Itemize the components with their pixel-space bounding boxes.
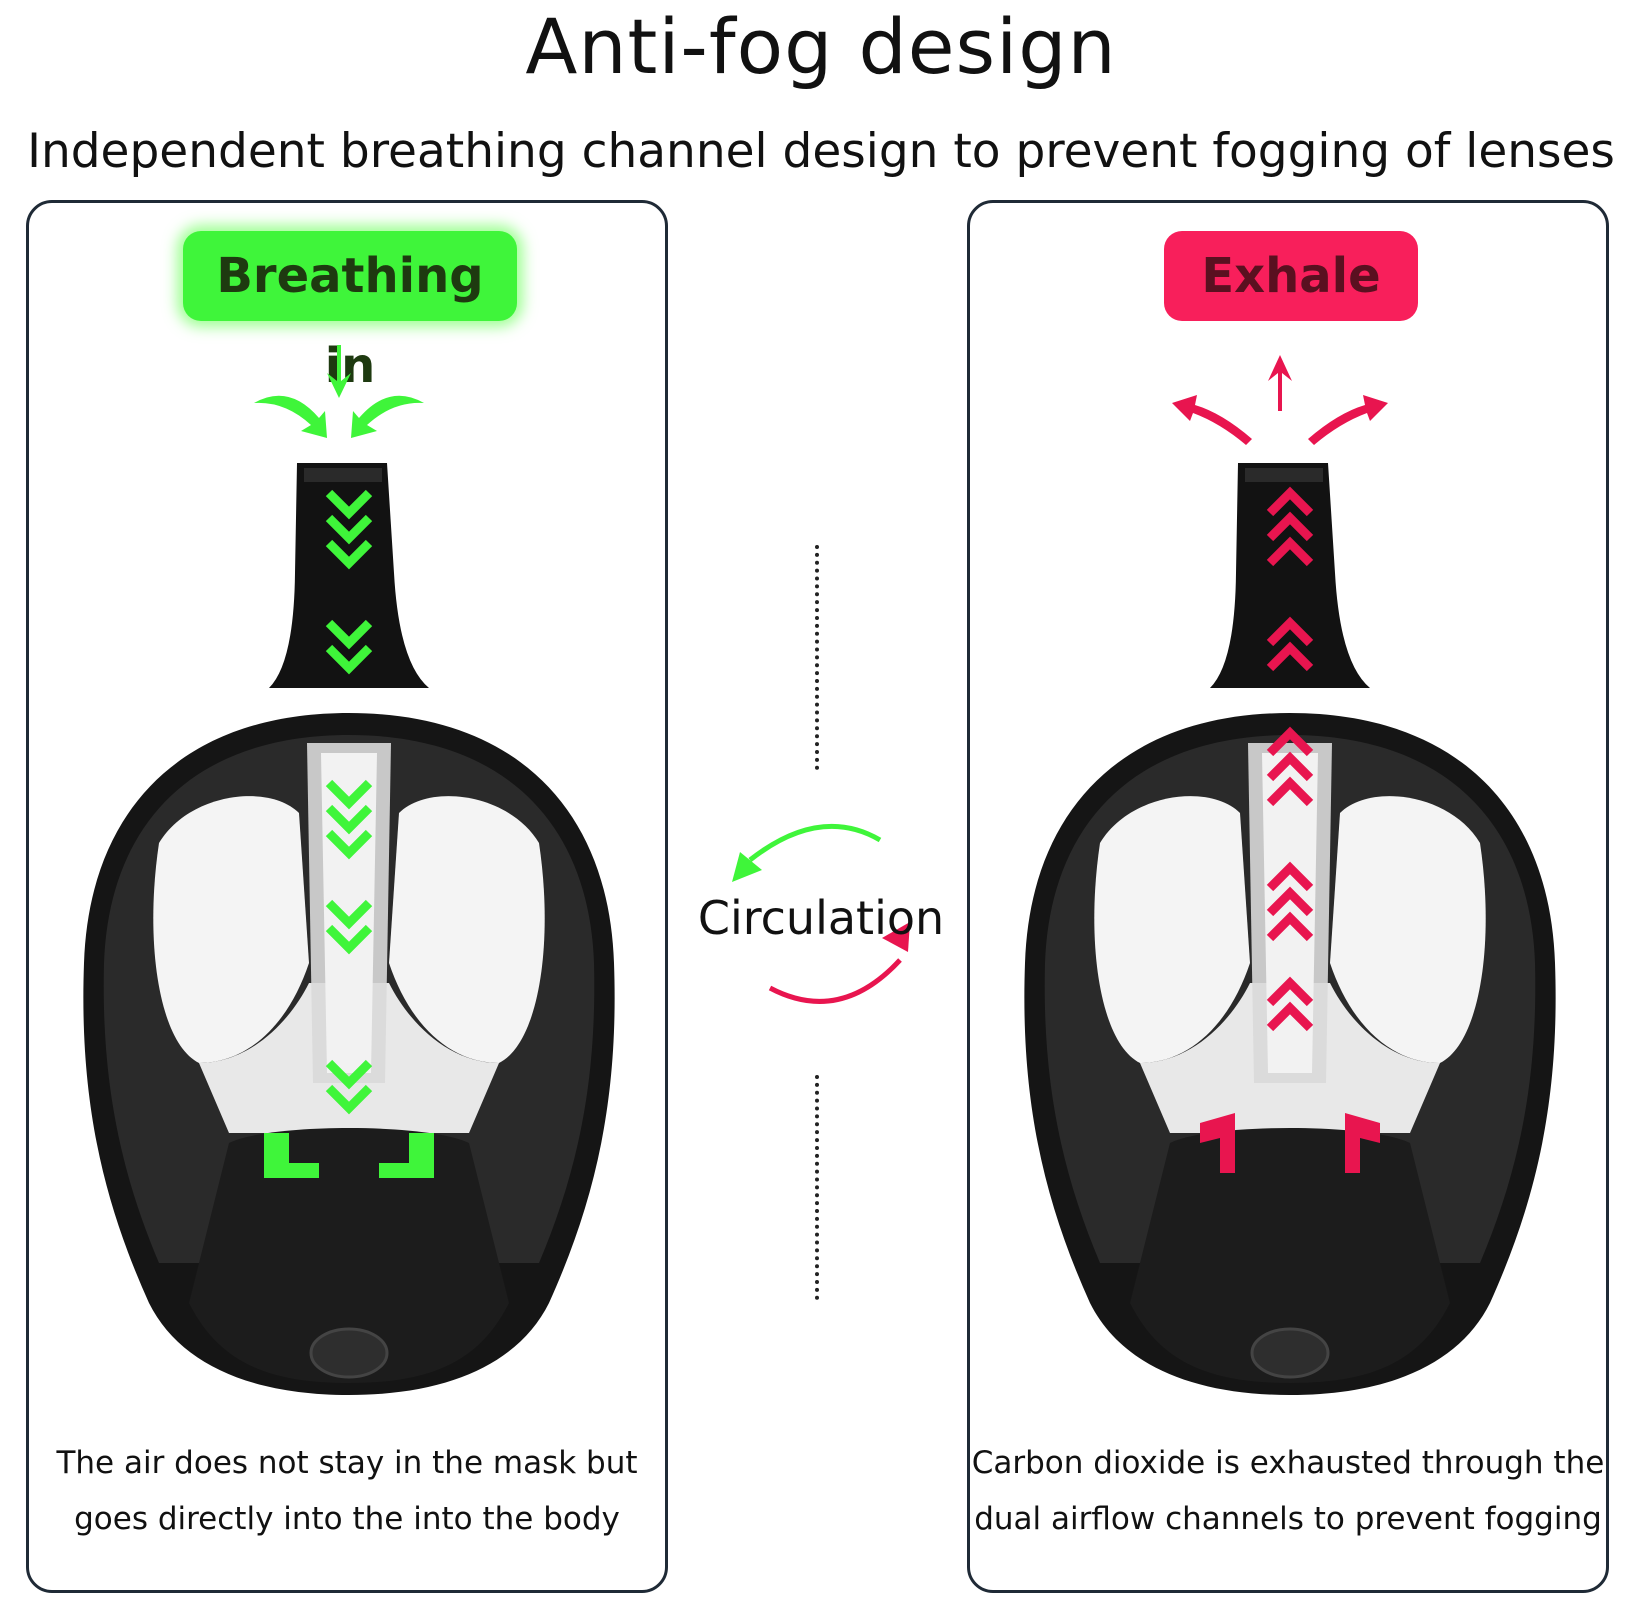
- right-lens-window: [389, 796, 545, 1063]
- chevron-up-icon: [1266, 486, 1314, 1032]
- mask-chin: [189, 1128, 509, 1383]
- mask-chin: [1130, 1128, 1450, 1383]
- breathing-in-caption: The air does not stay in the mask but go…: [29, 1435, 665, 1547]
- circulation-label: Circulation: [697, 891, 945, 945]
- snorkel-tube: [1210, 463, 1370, 688]
- caption-line-2: goes directly into the into the body: [74, 1501, 620, 1537]
- exhale-panel: Exhale Carbon dioxide is exhaust: [967, 200, 1609, 1593]
- left-lens-window: [153, 796, 309, 1063]
- breathing-in-panel: Breathing in: [26, 200, 668, 1593]
- circulation-arrows-icon: [732, 823, 910, 1004]
- snorkel-mask-exhale-illustration: [1024, 355, 1556, 1395]
- left-lens-window: [1094, 796, 1250, 1063]
- exhale-label: Exhale: [1164, 231, 1418, 321]
- exhale-caption: Carbon dioxide is exhausted through the …: [970, 1435, 1606, 1547]
- snorkel-mask-inhale-illustration: [83, 345, 615, 1395]
- divider-top: [815, 545, 823, 770]
- air-intake-arrows-icon: [254, 345, 424, 438]
- caption-line-2: dual airflow channels to prevent fogging: [974, 1501, 1602, 1537]
- caption-line-1: Carbon dioxide is exhausted through the: [971, 1445, 1605, 1481]
- chevron-down-icon: [325, 489, 373, 1115]
- right-lens-window: [1330, 796, 1486, 1063]
- air-exhaust-arrows-icon: [1172, 355, 1388, 445]
- page-title: Anti-fog design: [525, 2, 1117, 91]
- snorkel-tube: [269, 463, 429, 688]
- page-subtitle: Independent breathing channel design to …: [27, 124, 1615, 179]
- divider-bottom: [815, 1075, 823, 1300]
- caption-line-1: The air does not stay in the mask but: [56, 1445, 638, 1481]
- breathing-in-label: Breathing in: [183, 231, 517, 394]
